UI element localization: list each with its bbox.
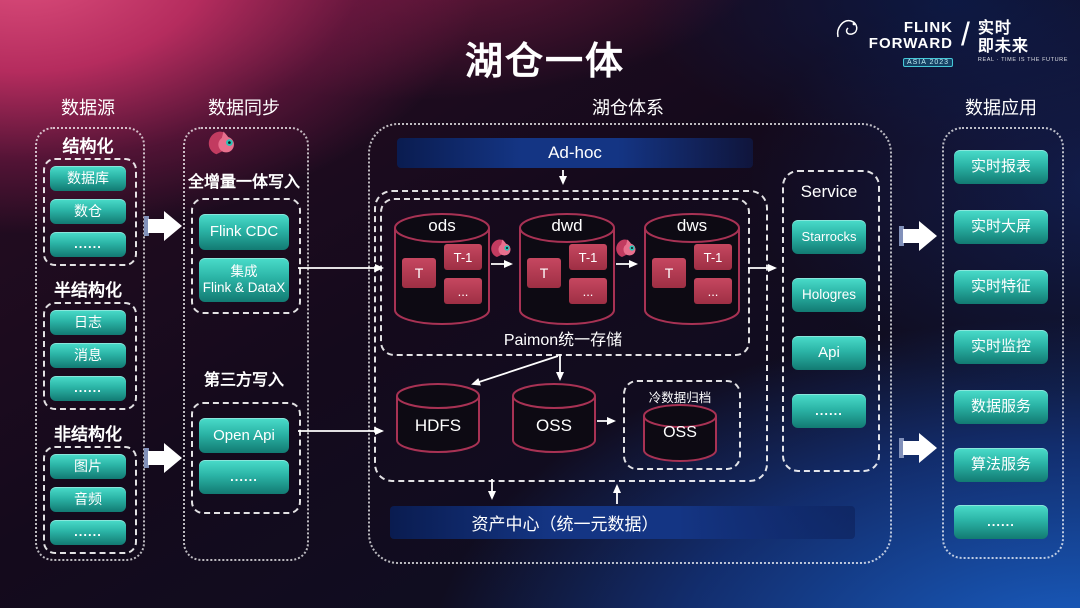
partition-box-t1: T-1 bbox=[569, 244, 607, 270]
flink-squirrel-icon bbox=[616, 239, 636, 257]
group-box-unstructured bbox=[43, 446, 137, 554]
app-item-realtime-report: 实时报表 bbox=[954, 150, 1048, 184]
cylinder-oss bbox=[512, 383, 596, 453]
group-box-semistructured bbox=[43, 302, 137, 410]
storage-layer-box bbox=[374, 190, 768, 482]
service-item-api: Api bbox=[792, 336, 866, 370]
source-item: 图片 bbox=[50, 454, 126, 479]
squirrel-doodle-icon bbox=[836, 19, 858, 38]
sources-panel bbox=[35, 127, 145, 561]
group-label-unstructured: 非结构化 bbox=[54, 425, 122, 444]
source-item: 消息 bbox=[50, 343, 126, 368]
cylinder-label-dws: dws bbox=[676, 216, 708, 235]
app-item-algo-service: 算法服务 bbox=[954, 448, 1048, 482]
flow-arrow-sources-to-sync-1 bbox=[144, 211, 182, 241]
oss-label: OSS bbox=[536, 416, 572, 435]
header-sources: 数据源 bbox=[61, 98, 115, 118]
source-item: 数仓 bbox=[50, 199, 126, 224]
sync-item-flink-cdc: Flink CDC bbox=[199, 214, 289, 250]
paimon-label: Paimon统一存储 bbox=[503, 332, 623, 349]
flink-squirrel-icon bbox=[491, 239, 511, 257]
source-item-more: ...... bbox=[50, 232, 126, 257]
asset-center-bar: 资产中心（统一元数据） bbox=[390, 506, 855, 539]
service-item-more: ...... bbox=[792, 394, 866, 428]
slogan-line1: 实时 bbox=[977, 20, 1012, 37]
cylinder-label-dwd: dwd bbox=[551, 216, 583, 235]
brand-line2: FORWARD bbox=[868, 34, 954, 52]
partition-box-more: ... bbox=[444, 278, 482, 304]
flow-arrow-lake-to-apps-1 bbox=[899, 221, 937, 251]
adhoc-bar: Ad-hoc bbox=[397, 138, 753, 168]
partition-box-t: T bbox=[652, 258, 686, 288]
sync-item-open-api: Open Api bbox=[199, 418, 289, 453]
lakehouse-panel bbox=[368, 123, 892, 564]
flow-arrow-sources-to-sync-2 bbox=[144, 443, 182, 473]
source-item-more: ...... bbox=[50, 520, 126, 545]
cylinder-cold-oss bbox=[643, 404, 717, 462]
page-title: 湖仓一体 bbox=[464, 41, 625, 83]
flink-squirrel-icon bbox=[208, 131, 234, 155]
sync-panel bbox=[183, 127, 309, 561]
partition-box-more: ... bbox=[694, 278, 732, 304]
service-title: Service bbox=[800, 182, 858, 201]
app-item-realtime-feature: 实时特征 bbox=[954, 270, 1048, 304]
logo-divider: / bbox=[961, 16, 970, 52]
group-label-semistructured: 半结构化 bbox=[54, 281, 122, 300]
partition-box-t1: T-1 bbox=[694, 244, 732, 270]
source-item: 音频 bbox=[50, 487, 126, 512]
partition-box-t1: T-1 bbox=[444, 244, 482, 270]
writer1-box bbox=[191, 198, 301, 314]
app-item-data-service: 数据服务 bbox=[954, 390, 1048, 424]
group-label-structured: 结构化 bbox=[62, 137, 114, 156]
cold-oss-label: OSS bbox=[663, 424, 697, 441]
header-lakehouse: 湖仓体系 bbox=[592, 98, 664, 118]
cold-archive-label: 冷数据归档 bbox=[648, 391, 712, 405]
writer1-label: 全增量一体写入 bbox=[187, 174, 300, 191]
flink-forward-logo: FLINK FORWARD ASIA 2023 / 实时 即未来 REAL · … bbox=[835, 16, 1068, 67]
apps-panel bbox=[942, 127, 1064, 559]
paimon-box bbox=[380, 198, 750, 356]
partition-box-t: T bbox=[402, 258, 436, 288]
cylinder-hdfs bbox=[396, 383, 480, 453]
group-box-structured bbox=[43, 158, 137, 266]
service-item-hologres: Hologres bbox=[792, 278, 866, 312]
service-item-starrocks: Starrocks bbox=[792, 220, 866, 254]
asset-center-label: 资产中心（统一元数据） bbox=[471, 515, 659, 534]
header-apps: 数据应用 bbox=[965, 98, 1037, 118]
source-item-more: ...... bbox=[50, 376, 126, 401]
header-sync: 数据同步 bbox=[208, 98, 280, 118]
partition-box-more: ... bbox=[569, 278, 607, 304]
source-item: 数据库 bbox=[50, 166, 126, 191]
writer2-label: 第三方写入 bbox=[203, 372, 284, 389]
cylinder-label-ods: ods bbox=[428, 216, 456, 235]
slogan-subtitle: REAL · TIME IS THE FUTURE bbox=[977, 57, 1068, 64]
source-item: 日志 bbox=[50, 310, 126, 335]
flow-arrow-lake-to-apps-2 bbox=[899, 433, 937, 463]
arrow-paimon-to-hdfs bbox=[471, 355, 559, 386]
cold-archive-box bbox=[623, 380, 741, 470]
sync-item-more: ...... bbox=[199, 460, 289, 494]
event-badge: ASIA 2023 bbox=[902, 57, 954, 67]
app-item-realtime-monitor: 实时监控 bbox=[954, 330, 1048, 364]
service-panel bbox=[782, 170, 880, 472]
slogan-wordmark: 实时 即未来 REAL · TIME IS THE FUTURE bbox=[978, 20, 1068, 63]
app-item-more: ...... bbox=[954, 505, 1048, 539]
flink-forward-wordmark: FLINK FORWARD ASIA 2023 bbox=[868, 19, 954, 67]
slogan-line2: 即未来 bbox=[977, 37, 1029, 55]
app-item-realtime-dashboard: 实时大屏 bbox=[954, 210, 1048, 244]
partition-box-t: T bbox=[527, 258, 561, 288]
hdfs-label: HDFS bbox=[414, 416, 462, 435]
brand-line1: FLINK bbox=[903, 19, 954, 36]
writer2-box bbox=[191, 402, 301, 514]
sync-item-integration: 集成 Flink & DataX bbox=[199, 258, 289, 302]
